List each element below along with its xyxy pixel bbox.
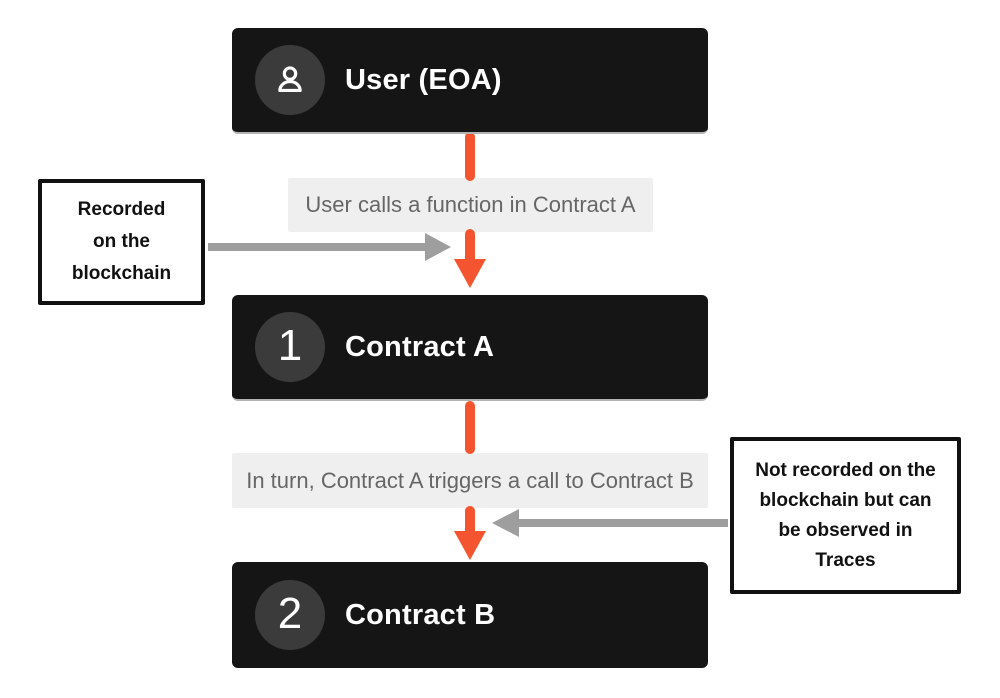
note-line: blockchain [71, 263, 172, 284]
node-contract-b: 2 Contract B [232, 562, 708, 668]
step-2-badge: 2 [255, 580, 325, 650]
note-pointer-right-head [492, 509, 519, 537]
step-number: 2 [277, 589, 303, 638]
node-contract-a: 1 Contract A [232, 295, 708, 401]
note-line: be observed in [778, 519, 913, 541]
note-line: blockchain but can [759, 489, 932, 511]
user-avatar-badge [255, 45, 325, 115]
flow-arrowhead-down [454, 259, 486, 288]
flow-label-user-call: User calls a function in Contract A [288, 178, 653, 232]
step-1-badge: 1 [255, 312, 325, 382]
node-title: User (EOA) [345, 63, 502, 96]
note-line: Not recorded on the [755, 459, 936, 481]
note-line: on the [93, 231, 150, 252]
note-line: Recorded [77, 199, 166, 220]
node-title: Contract B [345, 598, 496, 631]
flow-arrowhead-down [454, 531, 486, 560]
node-title: Contract A [345, 330, 495, 363]
note-line: Traces [815, 549, 876, 571]
user-icon [278, 66, 302, 93]
step-number: 1 [277, 321, 303, 370]
note-recorded-on-blockchain: Recorded on the blockchain [38, 179, 205, 305]
node-user-eoa: User (EOA) [232, 28, 708, 134]
note-pointer-left-head [425, 233, 451, 261]
note-not-recorded-traces: Not recorded on the blockchain but can b… [730, 437, 961, 594]
flow-label-contract-call: In turn, Contract A triggers a call to C… [232, 453, 708, 508]
